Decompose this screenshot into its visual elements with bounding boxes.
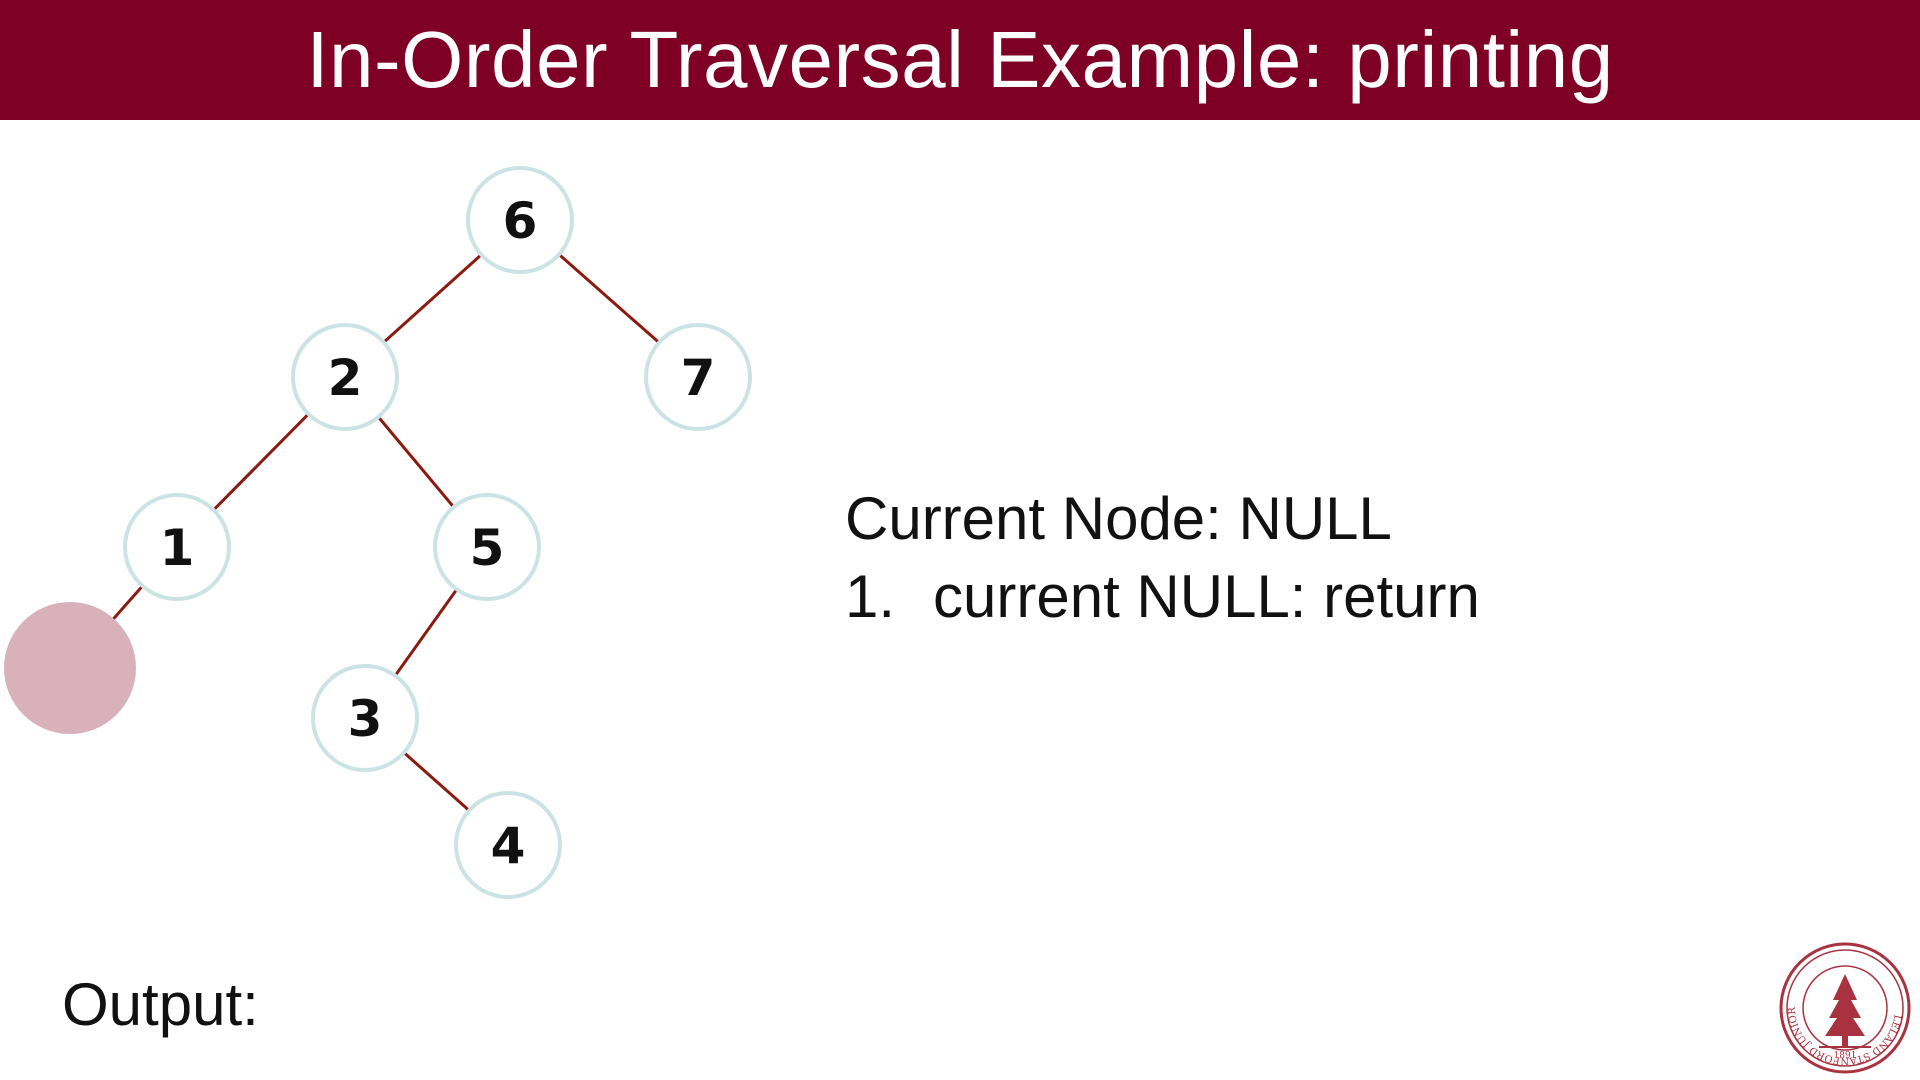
university-seal-icon: LELAND STANFORD JUNIOR UNIVERSITY 1891 [1777, 940, 1911, 1074]
tree-node-2: 2 [291, 323, 399, 431]
seal-year: 1891 [1834, 1051, 1857, 1061]
tree-node-label: 6 [503, 192, 538, 250]
tree-nodes: 6 2 7 1 5 3 4 [4, 166, 752, 899]
tree-node-circle [644, 323, 752, 431]
tree-node-label: 3 [348, 690, 383, 748]
step-number: 1. [845, 563, 896, 630]
tree-node-circle [291, 323, 399, 431]
slide-title: In-Order Traversal Example: printing [306, 15, 1614, 104]
tree-node-label: 1 [160, 519, 195, 577]
tree-node-1: 1 [123, 493, 231, 601]
tree-node-circle [454, 791, 562, 899]
tree-node-5: 5 [433, 493, 541, 601]
current-node-line: Current Node: NULL [845, 485, 1392, 552]
tree-node-6: 6 [466, 166, 574, 274]
tree-node-label: 7 [681, 349, 716, 407]
tree-node-circle [433, 493, 541, 601]
tree-node-circle [466, 166, 574, 274]
tree-node-circle [123, 493, 231, 601]
tree-node-label: 2 [328, 349, 363, 407]
output-label: Output: [62, 971, 259, 1038]
traversal-step: 1. current NULL: return [845, 558, 1480, 636]
slide-header: In-Order Traversal Example: printing [0, 0, 1920, 120]
tree-node-3: 3 [311, 664, 419, 772]
current-null-node [4, 602, 136, 734]
traversal-status: Current Node: NULL 1. current NULL: retu… [845, 480, 1480, 636]
tree-node-label: 4 [491, 817, 526, 875]
step-text: current NULL: return [933, 563, 1480, 630]
tree-node-circle [311, 664, 419, 772]
tree-node-7: 7 [644, 323, 752, 431]
output-area: Output: [62, 970, 259, 1039]
tree-node-label: 5 [470, 519, 505, 577]
tree-node-4: 4 [454, 791, 562, 899]
